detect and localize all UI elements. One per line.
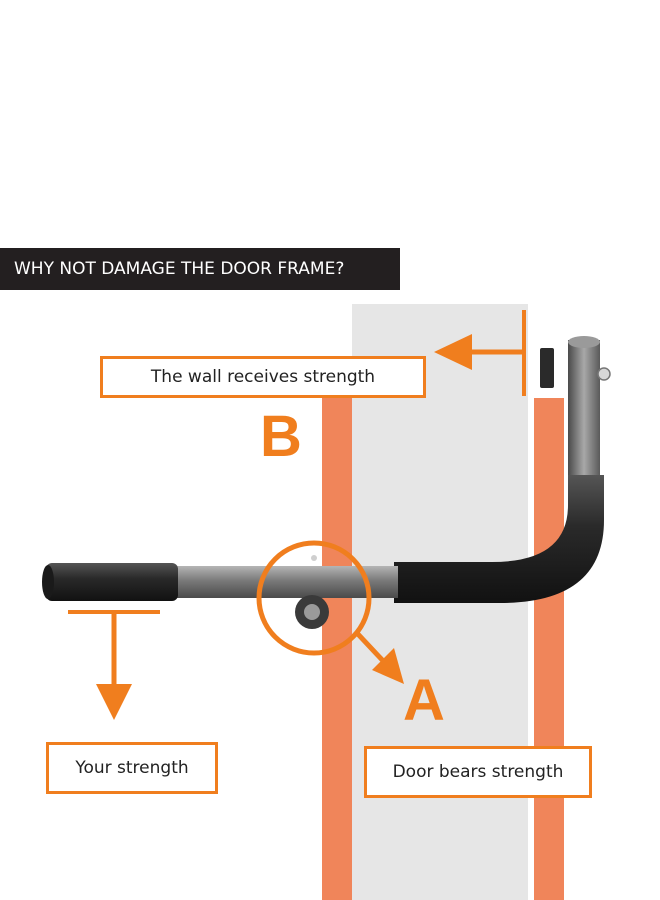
door-force-arrowhead [372,648,404,684]
door-force-line [354,630,388,666]
post-screw [597,367,611,381]
bar-screw [311,555,317,561]
your-strength-label: Your strength [46,742,218,794]
curved-grip [394,475,604,603]
header-banner: WHY NOT DAMAGE THE DOOR FRAME? [0,248,400,290]
point-b-label: B [260,404,302,469]
left-grip [46,563,178,601]
wall-strength-label: The wall receives strength [100,356,426,398]
steel-post [568,340,600,480]
wall-bracket [540,348,554,388]
user-force-arrowhead [96,684,132,720]
door-strength-label: Door bears strength [364,746,592,798]
wall-force-arrowhead [434,334,472,370]
contact-point-highlight [256,540,372,656]
post-cap [568,336,600,348]
door-frame-right [534,398,564,900]
left-end-cap [42,565,54,599]
door-pad-knob-center [304,604,320,620]
point-a-label: A [403,668,445,733]
